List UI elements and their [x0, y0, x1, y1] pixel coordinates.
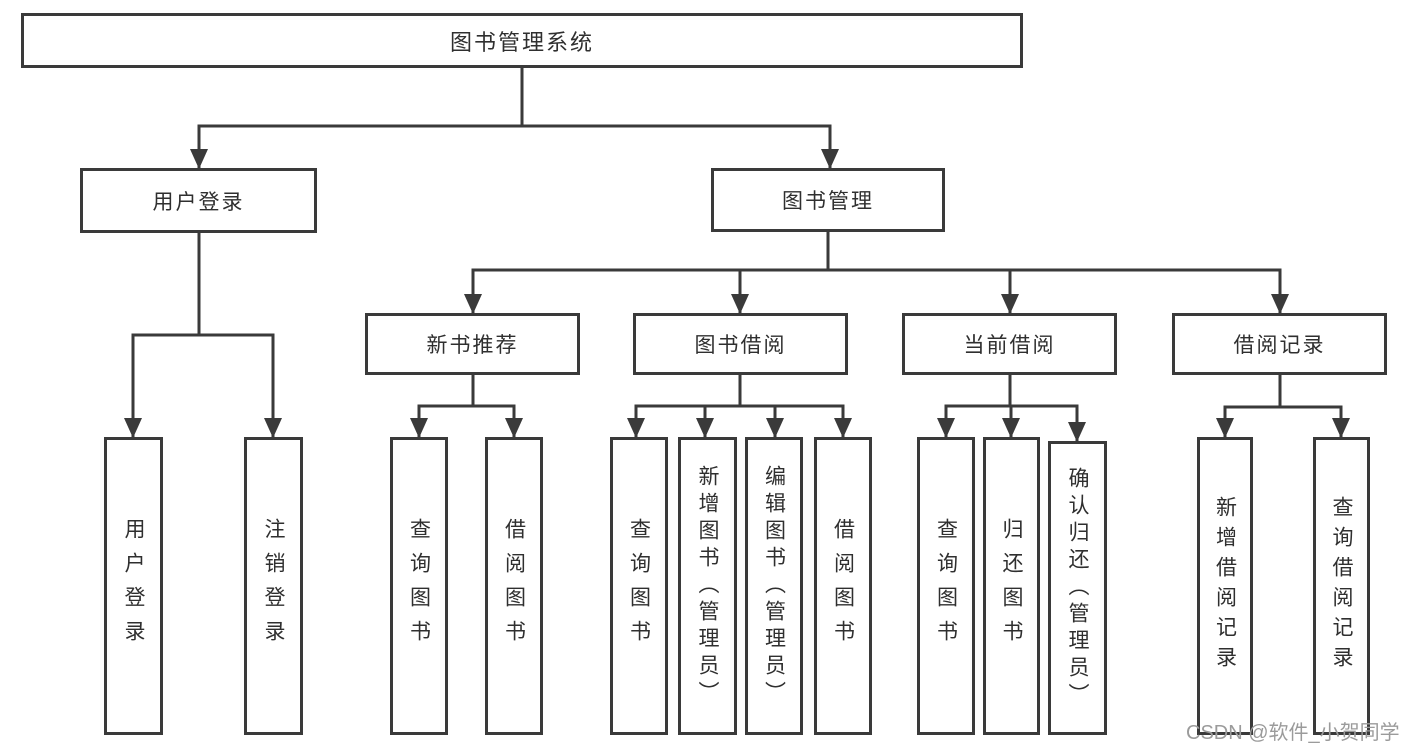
leaf-record-add-record: 新增借阅记录 — [1197, 437, 1253, 735]
leaf-newrec-borrow-book: 借阅图书 — [485, 437, 543, 735]
node-new-book-recommend-label: 新书推荐 — [426, 334, 519, 357]
leaf-user-login: 用户登录 — [104, 437, 163, 735]
leaf-logout: 注销登录 — [244, 437, 303, 735]
leaf-borrow-add-book-admin: 新增图书（管理员） — [678, 437, 737, 735]
node-current-borrow: 当前借阅 — [902, 313, 1117, 375]
node-book-management-label: 图书管理 — [782, 190, 874, 213]
node-user-login-label: 用户登录 — [152, 190, 245, 214]
leaf-borrow-borrow-book-label: 借阅图书 — [831, 518, 855, 654]
leaf-current-query-book-label: 查询图书 — [934, 518, 958, 654]
node-root: 图书管理系统 — [21, 13, 1023, 68]
node-current-borrow-label: 当前借阅 — [963, 334, 1056, 357]
node-book-borrow: 图书借阅 — [633, 313, 848, 375]
leaf-current-query-book: 查询图书 — [917, 437, 975, 735]
leaf-current-confirm-return-admin-label: 确认归还（管理员） — [1066, 466, 1089, 710]
leaf-borrow-query-book: 查询图书 — [610, 437, 668, 735]
leaf-current-confirm-return-admin: 确认归还（管理员） — [1048, 441, 1107, 735]
node-book-management: 图书管理 — [711, 168, 945, 232]
leaf-borrow-borrow-book: 借阅图书 — [814, 437, 872, 735]
node-root-label: 图书管理系统 — [449, 29, 594, 55]
leaf-record-query-record-label: 查询借阅记录 — [1330, 496, 1353, 676]
leaf-newrec-query-book-label: 查询图书 — [407, 518, 431, 654]
node-borrow-record-label: 借阅记录 — [1233, 334, 1326, 357]
leaf-record-query-record: 查询借阅记录 — [1313, 437, 1370, 735]
leaf-user-login-label: 用户登录 — [122, 518, 145, 654]
node-book-borrow-label: 图书借阅 — [694, 334, 787, 357]
leaf-borrow-query-book-label: 查询图书 — [627, 518, 651, 654]
leaf-borrow-add-book-admin-label: 新增图书（管理员） — [696, 464, 719, 708]
leaf-logout-label: 注销登录 — [262, 518, 285, 654]
node-borrow-record: 借阅记录 — [1172, 313, 1387, 375]
watermark: CSDN @软件_小贺同学 — [1186, 722, 1400, 744]
leaf-record-add-record-label: 新增借阅记录 — [1213, 496, 1237, 676]
leaf-current-return-book-label: 归还图书 — [1000, 518, 1023, 654]
leaf-borrow-edit-book-admin: 编辑图书（管理员） — [745, 437, 803, 735]
leaf-borrow-edit-book-admin-label: 编辑图书（管理员） — [762, 464, 786, 708]
leaf-newrec-borrow-book-label: 借阅图书 — [502, 518, 526, 654]
leaf-newrec-query-book: 查询图书 — [390, 437, 448, 735]
leaf-current-return-book: 归还图书 — [983, 437, 1040, 735]
node-user-login: 用户登录 — [80, 168, 317, 233]
node-new-book-recommend: 新书推荐 — [365, 313, 580, 375]
